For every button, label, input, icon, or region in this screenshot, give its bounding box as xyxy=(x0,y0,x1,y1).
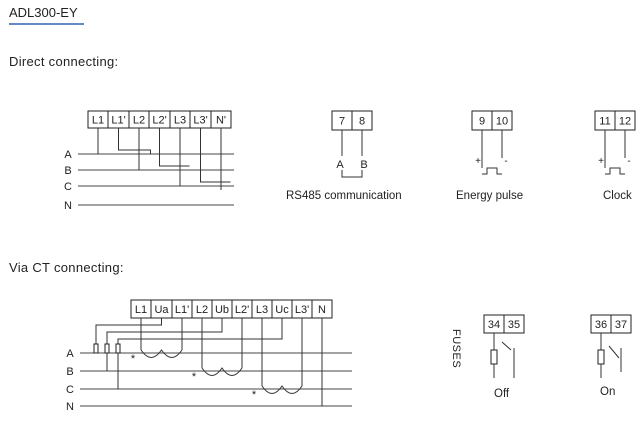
pulse-sign-plus: + xyxy=(475,156,481,167)
rs485-label-a: A xyxy=(336,159,344,171)
direct-terminal-label: L3' xyxy=(193,115,207,127)
relay-off-switch xyxy=(501,341,512,351)
clock-terminal-label: 11 xyxy=(599,116,610,128)
rs485-terminals: 7 8A B xyxy=(331,110,373,178)
relay-on-terminal-label: 37 xyxy=(615,319,627,331)
direct-terminal-label: L2 xyxy=(133,115,145,127)
ct-polarity-mark: * xyxy=(192,371,197,383)
pulse-sign-minus: - xyxy=(504,156,507,167)
energy-pulse-terminals: 9 10 + - xyxy=(471,110,513,175)
direct-terminal-label: L1' xyxy=(111,115,125,127)
model-title: ADL300-EY xyxy=(9,5,78,20)
ct-terminal-label: L1' xyxy=(175,304,189,316)
rs485-terminal-label: 7 xyxy=(339,116,345,128)
relay-off-terminals: 34 35 xyxy=(483,314,525,378)
ct-phase-label: B xyxy=(66,366,73,378)
direct-phase-label: B xyxy=(64,165,71,177)
rs485-terminal-label: 8 xyxy=(359,116,365,128)
relay-on-switch xyxy=(608,345,620,359)
direct-terminal-label: N' xyxy=(216,115,226,127)
ct-coil xyxy=(201,367,243,376)
ct-fuse-symbol xyxy=(93,343,99,354)
ct-fuse-symbol xyxy=(104,343,110,354)
relay-off-terminal-label: 34 xyxy=(488,319,500,331)
fuses-label: FUSES xyxy=(450,329,462,368)
direct-phase-label: C xyxy=(64,181,72,193)
relay-off-terminal-label: 35 xyxy=(508,319,520,331)
direct-terminal-label: L2' xyxy=(152,115,166,127)
direct-heading: Direct connecting: xyxy=(9,54,118,69)
ct-terminal-block: L1 Ua L1' L2 Ub L2' L3 Uc L3' N xyxy=(130,299,333,319)
ct-terminal-label: L2 xyxy=(196,304,208,316)
direct-wire-l3p xyxy=(200,128,231,183)
relay-on-terminal-label: 36 xyxy=(595,319,607,331)
ct-terminal-label: L3' xyxy=(295,304,309,316)
ct-terminal-label: N xyxy=(318,304,326,316)
relay-on-terminal-box xyxy=(610,314,632,334)
ct-voltage-tap xyxy=(106,318,223,371)
ct-terminal-label: Ua xyxy=(154,304,169,316)
ct-coil xyxy=(261,385,303,394)
direct-terminal-label: L3 xyxy=(174,115,186,127)
direct-phase-label: N xyxy=(64,200,72,212)
ct-polarity-mark: * xyxy=(252,389,257,401)
clock-terminals: 11 12 + - xyxy=(594,110,636,175)
ct-heading: Via CT connecting: xyxy=(9,260,124,275)
clock-sign-plus: + xyxy=(598,156,604,167)
relay-on-terminals: 36 37 xyxy=(590,314,632,378)
pulse-pulse-symbol xyxy=(482,167,502,175)
rs485-bridge xyxy=(341,170,363,178)
ct-terminal-label: L2' xyxy=(235,304,249,316)
direct-wire-l2p xyxy=(159,128,190,167)
ct-terminal-label: L3 xyxy=(256,304,268,316)
clock-caption: Clock xyxy=(603,190,632,202)
ct-phase-label: C xyxy=(66,384,74,396)
ct-terminal-label: Uc xyxy=(275,304,289,316)
ct-terminal-label: L1 xyxy=(135,304,147,316)
direct-terminal-label: L1 xyxy=(92,115,104,127)
ct-phase-label: N xyxy=(66,401,74,413)
relay-off-fuse-symbol xyxy=(490,349,498,365)
ct-polarity-mark: * xyxy=(131,353,136,365)
rs485-label-b: B xyxy=(360,159,367,171)
relay-off-caption: Off xyxy=(494,388,510,400)
ct-coil xyxy=(140,349,183,358)
relay-on-caption: On xyxy=(600,386,615,398)
pulse-caption: Energy pulse xyxy=(456,190,523,202)
relay-off-terminal-box xyxy=(503,314,525,334)
clock-terminal-label: 12 xyxy=(619,116,631,128)
clock-pulse-symbol xyxy=(605,167,625,175)
ct-voltage-tap xyxy=(95,318,162,353)
pulse-terminal-label: 10 xyxy=(496,116,508,128)
ct-voltage-tap xyxy=(117,318,283,389)
relay-on-fuse-symbol xyxy=(597,349,605,365)
ct-fuse-symbol xyxy=(115,343,121,354)
ct-phase-label: A xyxy=(66,348,74,360)
rs485-caption: RS485 communication xyxy=(286,190,402,202)
direct-terminal-block: L1 L1' L2 L2' L3 L3' N' xyxy=(87,110,232,129)
clock-sign-minus: - xyxy=(627,156,630,167)
direct-phase-label: A xyxy=(64,149,72,161)
pulse-terminal-label: 9 xyxy=(479,116,485,128)
ct-terminal-label: Ub xyxy=(215,304,229,316)
direct-wire-l1p xyxy=(118,128,151,154)
